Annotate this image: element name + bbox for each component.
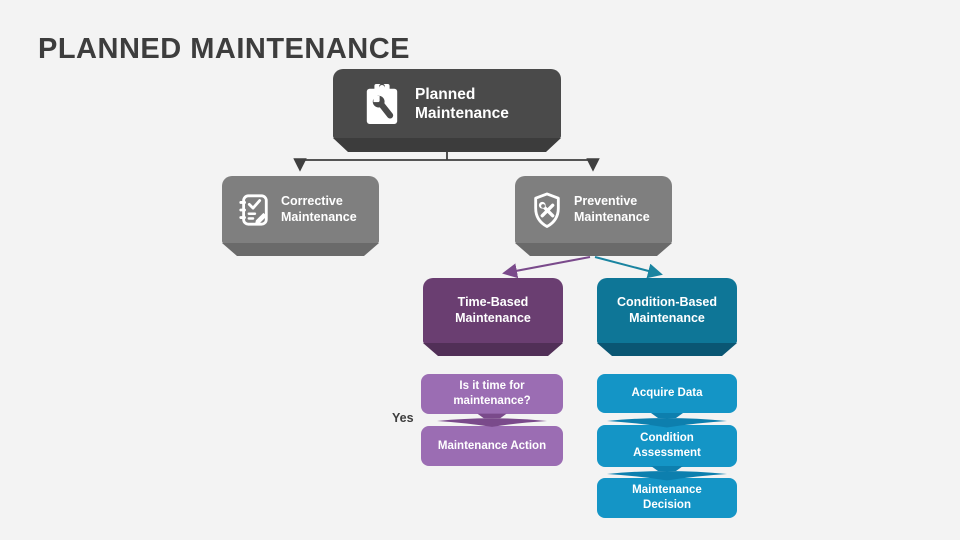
down-arrow-icon bbox=[607, 413, 727, 428]
step-acquire-data: Acquire Data bbox=[597, 374, 737, 413]
step-label: Condition Assessment bbox=[633, 432, 701, 459]
down-arrow-icon bbox=[607, 466, 727, 481]
node-label: Preventive Maintenance bbox=[574, 194, 650, 224]
step-condition-assessment: Condition Assessment bbox=[597, 425, 737, 467]
down-arrow-icon bbox=[437, 413, 547, 428]
node-corrective-maintenance: Corrective Maintenance bbox=[222, 176, 379, 256]
step-label: Maintenance Action bbox=[437, 439, 547, 452]
node-preventive-maintenance: Preventive Maintenance bbox=[515, 176, 672, 256]
node-label: Time-Based Maintenance bbox=[455, 295, 531, 325]
step-is-it-time-for-maintenance: Is it time for maintenance? bbox=[421, 374, 563, 414]
slide-title: PLANNED MAINTENANCE bbox=[38, 33, 410, 66]
branch-label-yes: Yes bbox=[392, 411, 414, 425]
node-tail bbox=[597, 343, 737, 356]
node-condition-based-maintenance: Condition-Based Maintenance bbox=[597, 278, 737, 356]
step-label: Is it time for maintenance? bbox=[453, 380, 531, 407]
shield-tools-icon bbox=[534, 192, 560, 228]
node-label: Condition-Based Maintenance bbox=[617, 295, 717, 325]
node-tail bbox=[222, 243, 379, 256]
node-tail bbox=[333, 138, 561, 152]
notebook-check-icon bbox=[239, 194, 268, 226]
step-label: Acquire Data bbox=[631, 387, 703, 400]
step-label: Maintenance Decision bbox=[632, 484, 702, 511]
node-tail bbox=[423, 343, 563, 356]
node-tail bbox=[515, 243, 672, 256]
node-planned-maintenance: Planned Maintenance bbox=[333, 69, 561, 152]
node-time-based-maintenance: Time-Based Maintenance bbox=[423, 278, 563, 356]
step-maintenance-action: Maintenance Action bbox=[421, 426, 563, 466]
node-label: Planned Maintenance bbox=[415, 85, 509, 122]
node-label: Corrective Maintenance bbox=[281, 194, 357, 224]
clipboard-wrench-icon bbox=[366, 83, 398, 124]
step-maintenance-decision: Maintenance Decision bbox=[597, 478, 737, 518]
